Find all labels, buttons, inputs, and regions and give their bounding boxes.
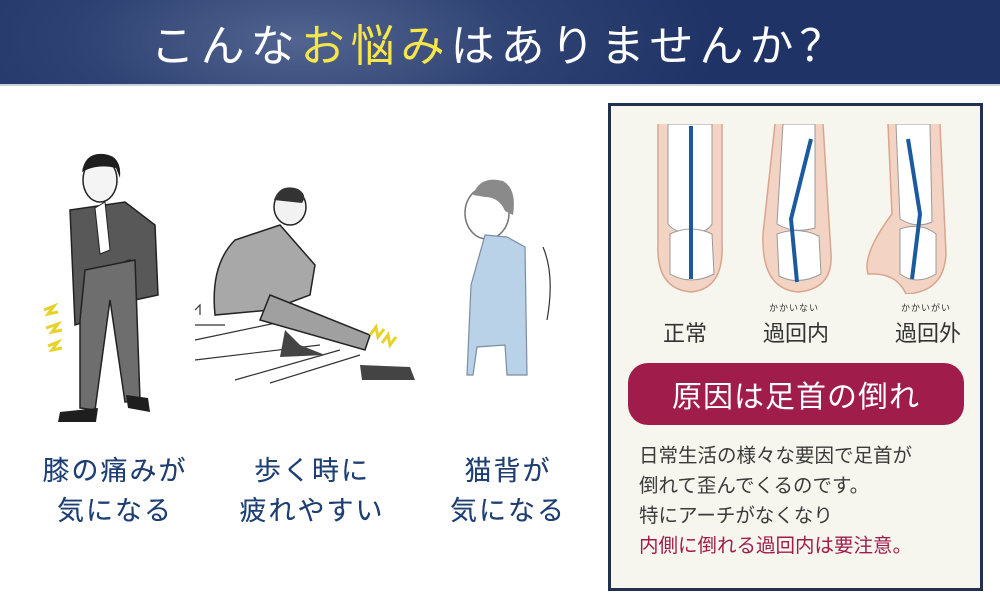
concern-caption-walking: 歩く時に 疲れやすい	[222, 452, 402, 532]
title-suffix: はありませんか？	[450, 21, 850, 72]
cause-badge: 原因は足首の倒れ	[628, 363, 964, 425]
caption-line: 疲れやすい	[239, 496, 385, 527]
supination-ankle-diagram	[866, 124, 947, 294]
header-banner: こんなお悩みはありませんか？	[0, 0, 1000, 86]
knee-pain-illustration	[43, 153, 159, 422]
concern-caption-knee: 膝の痛みが 気になる	[25, 452, 205, 532]
hunched-back-illustration	[464, 179, 551, 376]
tired-walking-illustration	[194, 187, 415, 384]
ruby-supination: かかいがい	[901, 304, 952, 314]
concern-caption-posture: 猫背が 気になる	[418, 452, 598, 532]
warning-line: 内側に倒れる過回内は要注意。	[639, 534, 913, 557]
pronation-ankle-diagram	[762, 124, 832, 293]
foot-label-supination: 過回外	[894, 322, 961, 347]
title-prefix: こんな	[150, 21, 301, 72]
ruby-pronation: かかいない	[769, 304, 820, 314]
caption-line: 猫背が	[464, 456, 552, 487]
description-line: 日常生活の様々な要因で足首が	[639, 444, 913, 467]
description-line: 倒れて歪んでくるのです。	[639, 474, 870, 497]
title-highlight: お悩み	[300, 21, 451, 72]
normal-ankle-diagram	[657, 124, 723, 293]
caption-line: 膝の痛みが	[42, 456, 188, 487]
description-text: 日常生活の様々な要因で足首が 倒れて歪んでくるのです。 特にアーチがなくなり 内…	[639, 441, 912, 561]
description-line: 特にアーチがなくなり	[639, 504, 833, 527]
caption-line: 歩く時に	[254, 456, 370, 487]
ankle-info-panel: 正常 かかいない 過回内 かかいがい 過回外 原因は足首の倒れ 日常生活の様々な…	[608, 103, 983, 591]
caption-line: 気になる	[450, 496, 566, 527]
foot-label-pronation: 過回内	[762, 322, 829, 347]
caption-line: 気になる	[57, 496, 173, 527]
page-title: こんなお悩みはありませんか？	[151, 10, 850, 74]
foot-label-normal: 正常	[662, 322, 707, 347]
